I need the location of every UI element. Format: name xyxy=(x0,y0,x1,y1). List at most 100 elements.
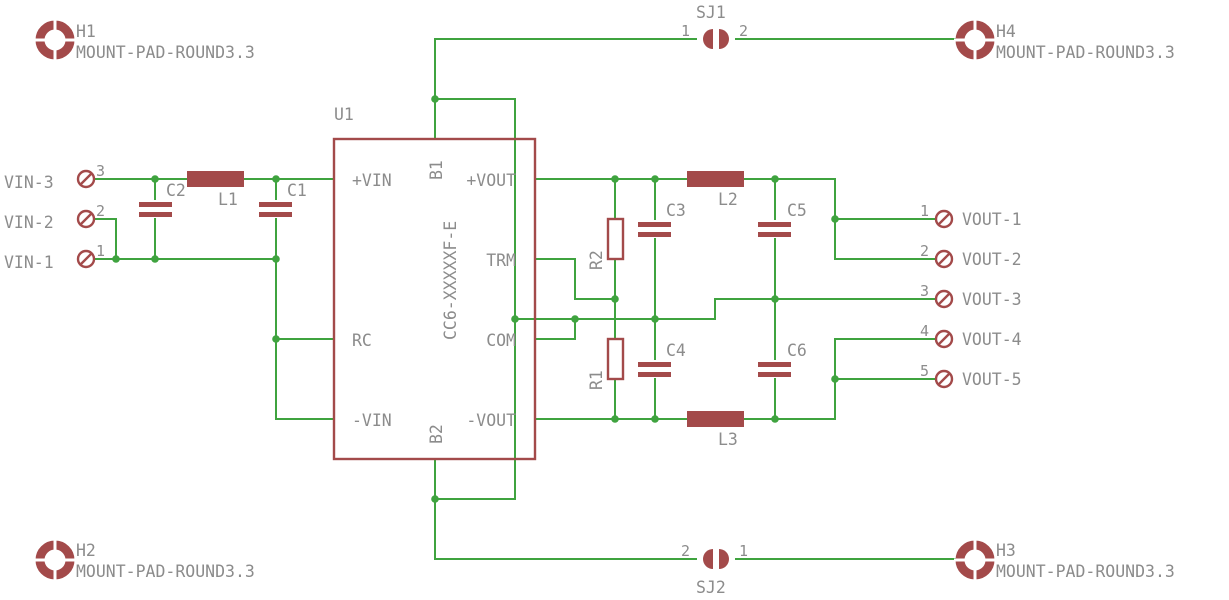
terminal-vin-1[interactable]: VIN-1 1 xyxy=(4,242,105,272)
screw-terminal-icon xyxy=(934,209,954,229)
c3-plate-top xyxy=(638,222,671,227)
junction xyxy=(431,95,439,103)
mount-hole-icon xyxy=(34,539,76,581)
solder-jumper-sj1[interactable]: SJ1 1 2 xyxy=(681,3,748,49)
sj1-pad-left xyxy=(703,29,713,49)
c3-label: C3 xyxy=(666,201,686,220)
mount-pad-h1[interactable]: H1 MOUNT-PAD-ROUND3.3 xyxy=(34,19,255,62)
net-vin2-link xyxy=(95,218,117,260)
l1-label: L1 xyxy=(218,190,238,209)
capacitor-c4[interactable]: C4 xyxy=(638,341,686,377)
h4-name: H4 xyxy=(996,22,1016,41)
mount-hole-icon xyxy=(954,539,996,581)
capacitor-c2[interactable]: C2 xyxy=(139,181,186,217)
c6-label: C6 xyxy=(787,341,807,360)
junction xyxy=(151,175,159,183)
u1-pin-vin-pos: +VIN xyxy=(352,171,392,190)
u1-pin-trm: TRM xyxy=(486,251,516,270)
junction xyxy=(831,375,839,383)
mount-pad-h2[interactable]: H2 MOUNT-PAD-ROUND3.3 xyxy=(34,539,255,581)
resistor-r2[interactable]: R2 xyxy=(587,217,625,270)
c2-plate-bottom xyxy=(139,212,172,217)
junction xyxy=(272,255,280,263)
r1-label: R1 xyxy=(587,370,606,390)
l3-label: L3 xyxy=(718,430,738,449)
terminal-label: VIN-3 xyxy=(4,173,54,192)
capacitor-c3[interactable]: C3 xyxy=(638,201,686,237)
u1-pin-vin-neg: -VIN xyxy=(352,411,392,430)
h1-value: MOUNT-PAD-ROUND3.3 xyxy=(76,43,255,62)
terminal-vout-2[interactable]: 2 VOUT-2 xyxy=(920,242,1022,269)
junction xyxy=(112,255,120,263)
screw-terminal-icon xyxy=(934,369,954,389)
net-com xyxy=(534,318,576,340)
junctions xyxy=(112,95,839,503)
c4-label: C4 xyxy=(666,341,686,360)
l2-body xyxy=(687,171,744,187)
junction xyxy=(771,295,779,303)
c1-plate-top xyxy=(259,202,292,207)
capacitor-c5[interactable]: C5 xyxy=(758,201,807,237)
l2-label: L2 xyxy=(718,190,738,209)
inductor-l2[interactable]: L2 xyxy=(687,171,744,209)
terminal-vout-4[interactable]: 4 VOUT-4 xyxy=(920,322,1022,349)
c6-plate-top xyxy=(758,362,791,367)
junction xyxy=(611,415,619,423)
c4-plate-bottom xyxy=(638,372,671,377)
r1-body xyxy=(606,337,625,381)
wires xyxy=(95,38,957,560)
u1-pin-vout-pos: +VOUT xyxy=(466,171,516,190)
capacitor-c6[interactable]: C6 xyxy=(758,341,807,377)
terminal-vout-1[interactable]: 1 VOUT-1 xyxy=(920,202,1022,229)
net-b1-b2-loop xyxy=(434,98,516,500)
c5-plate-top xyxy=(758,222,791,227)
u1-pin-rc: RC xyxy=(352,331,372,350)
sj1-name: SJ1 xyxy=(696,3,726,22)
terminal-vin-3[interactable]: VIN-3 3 xyxy=(4,162,105,192)
junction xyxy=(651,315,659,323)
sj2-pin-right: 1 xyxy=(739,542,748,560)
junction xyxy=(771,175,779,183)
junction xyxy=(651,415,659,423)
u1-pin-vout-neg: -VOUT xyxy=(466,411,516,430)
terminal-pin: 2 xyxy=(96,202,105,220)
mount-hole-icon xyxy=(954,19,996,61)
resistor-r1[interactable]: R1 xyxy=(587,337,625,390)
net-trm xyxy=(534,258,616,300)
inductor-l3[interactable]: L3 xyxy=(687,411,744,449)
h2-name: H2 xyxy=(76,541,96,560)
terminal-vout-5[interactable]: 5 VOUT-5 xyxy=(920,362,1022,389)
terminal-label: VOUT-4 xyxy=(962,330,1022,349)
sj1-pin-left: 1 xyxy=(681,22,690,40)
screw-terminal-icon xyxy=(76,169,96,189)
terminal-vin-2[interactable]: VIN-2 2 xyxy=(4,202,105,232)
h2-value: MOUNT-PAD-ROUND3.3 xyxy=(76,562,255,581)
c1-plate-bottom xyxy=(259,212,292,217)
junction xyxy=(771,415,779,423)
u1-pin-b2: B2 xyxy=(427,424,446,444)
c5-plate-bottom xyxy=(758,232,791,237)
h3-name: H3 xyxy=(996,541,1016,560)
terminal-pin: 3 xyxy=(96,162,105,180)
terminal-vout-3[interactable]: 3 VOUT-3 xyxy=(920,282,1022,309)
junction xyxy=(272,175,280,183)
l3-body xyxy=(687,411,744,427)
inductor-l1[interactable]: L1 xyxy=(187,171,244,209)
sj2-pad-left xyxy=(703,549,713,569)
terminal-pin: 2 xyxy=(920,242,929,260)
junction xyxy=(571,315,579,323)
u1-pin-b1: B1 xyxy=(427,160,446,180)
junction xyxy=(272,335,280,343)
u1-module[interactable]: U1 +VIN RC -VIN +VOUT TRM COM -VOUT B1 B… xyxy=(332,105,537,461)
mount-pad-h4[interactable]: H4 MOUNT-PAD-ROUND3.3 xyxy=(954,19,1175,62)
junction xyxy=(831,215,839,223)
mount-pad-h3[interactable]: H3 MOUNT-PAD-ROUND3.3 xyxy=(954,539,1175,581)
h4-value: MOUNT-PAD-ROUND3.3 xyxy=(996,43,1175,62)
c6-plate-bottom xyxy=(758,372,791,377)
h1-name: H1 xyxy=(76,22,96,41)
terminal-label: VOUT-2 xyxy=(962,250,1022,269)
solder-jumper-sj2[interactable]: SJ2 2 1 xyxy=(681,542,748,597)
capacitor-c1[interactable]: C1 xyxy=(259,181,307,217)
net-sj1-left xyxy=(434,38,697,140)
